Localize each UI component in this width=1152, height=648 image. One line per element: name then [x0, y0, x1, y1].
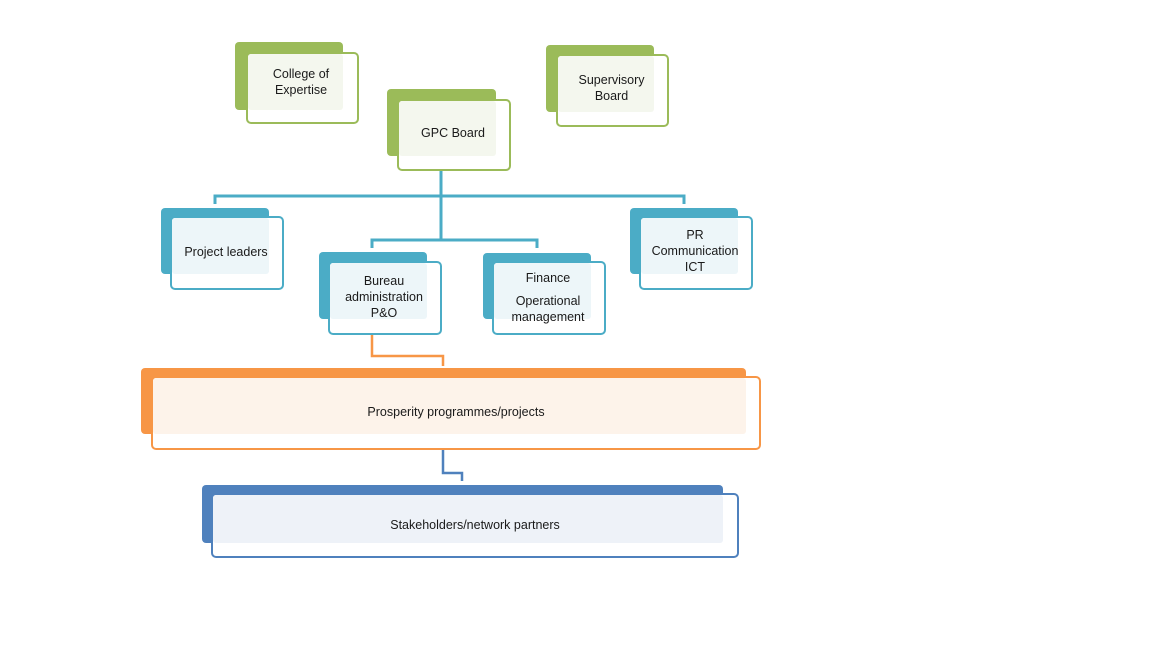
- gpc-board-box: GPC Board: [387, 89, 511, 171]
- pr-line-2: Communication: [651, 244, 739, 258]
- supervisory-line-2: Board: [594, 89, 629, 103]
- college-line-1: College of: [272, 67, 330, 81]
- gpc-board-label: GPC Board: [421, 126, 485, 140]
- programmes-label: Prosperity programmes/projects: [367, 405, 545, 419]
- connector-top-bar: [213, 194, 686, 204]
- prosperity-programmes-box: Prosperity programmes/projects: [141, 368, 761, 450]
- college-of-expertise-box: College of Expertise: [235, 42, 359, 124]
- bureau-sub-label: P&O: [370, 306, 398, 320]
- bureau-line-2: administration: [345, 290, 423, 304]
- supervisory-line-1: Supervisory: [578, 73, 645, 87]
- stakeholders-label: Stakeholders/network partners: [390, 518, 560, 532]
- stakeholders-box: Stakeholders/network partners: [202, 485, 739, 558]
- bureau-administration-box: Bureau administration P&O: [319, 252, 442, 335]
- pr-line-1: PR: [686, 228, 704, 242]
- college-line-2: Expertise: [274, 83, 328, 97]
- finance-box: Finance Operational management: [483, 253, 606, 335]
- pr-line-3: ICT: [684, 260, 706, 274]
- operational-line-1: Operational: [515, 293, 581, 308]
- connector-bureau-programmes: [370, 334, 445, 366]
- project-leaders-box: Project leaders: [161, 208, 284, 290]
- pr-communication-ict-box: PR Communication ICT: [630, 208, 753, 290]
- connector-mid-bar: [370, 238, 539, 248]
- finance-label: Finance: [525, 270, 571, 285]
- supervisory-board-box: Supervisory Board: [546, 45, 669, 127]
- connector-programmes-stakeholders: [441, 449, 464, 481]
- operational-line-2: management: [511, 309, 585, 324]
- bureau-line-1: Bureau: [363, 274, 405, 288]
- project-leaders-label: Project leaders: [184, 245, 268, 259]
